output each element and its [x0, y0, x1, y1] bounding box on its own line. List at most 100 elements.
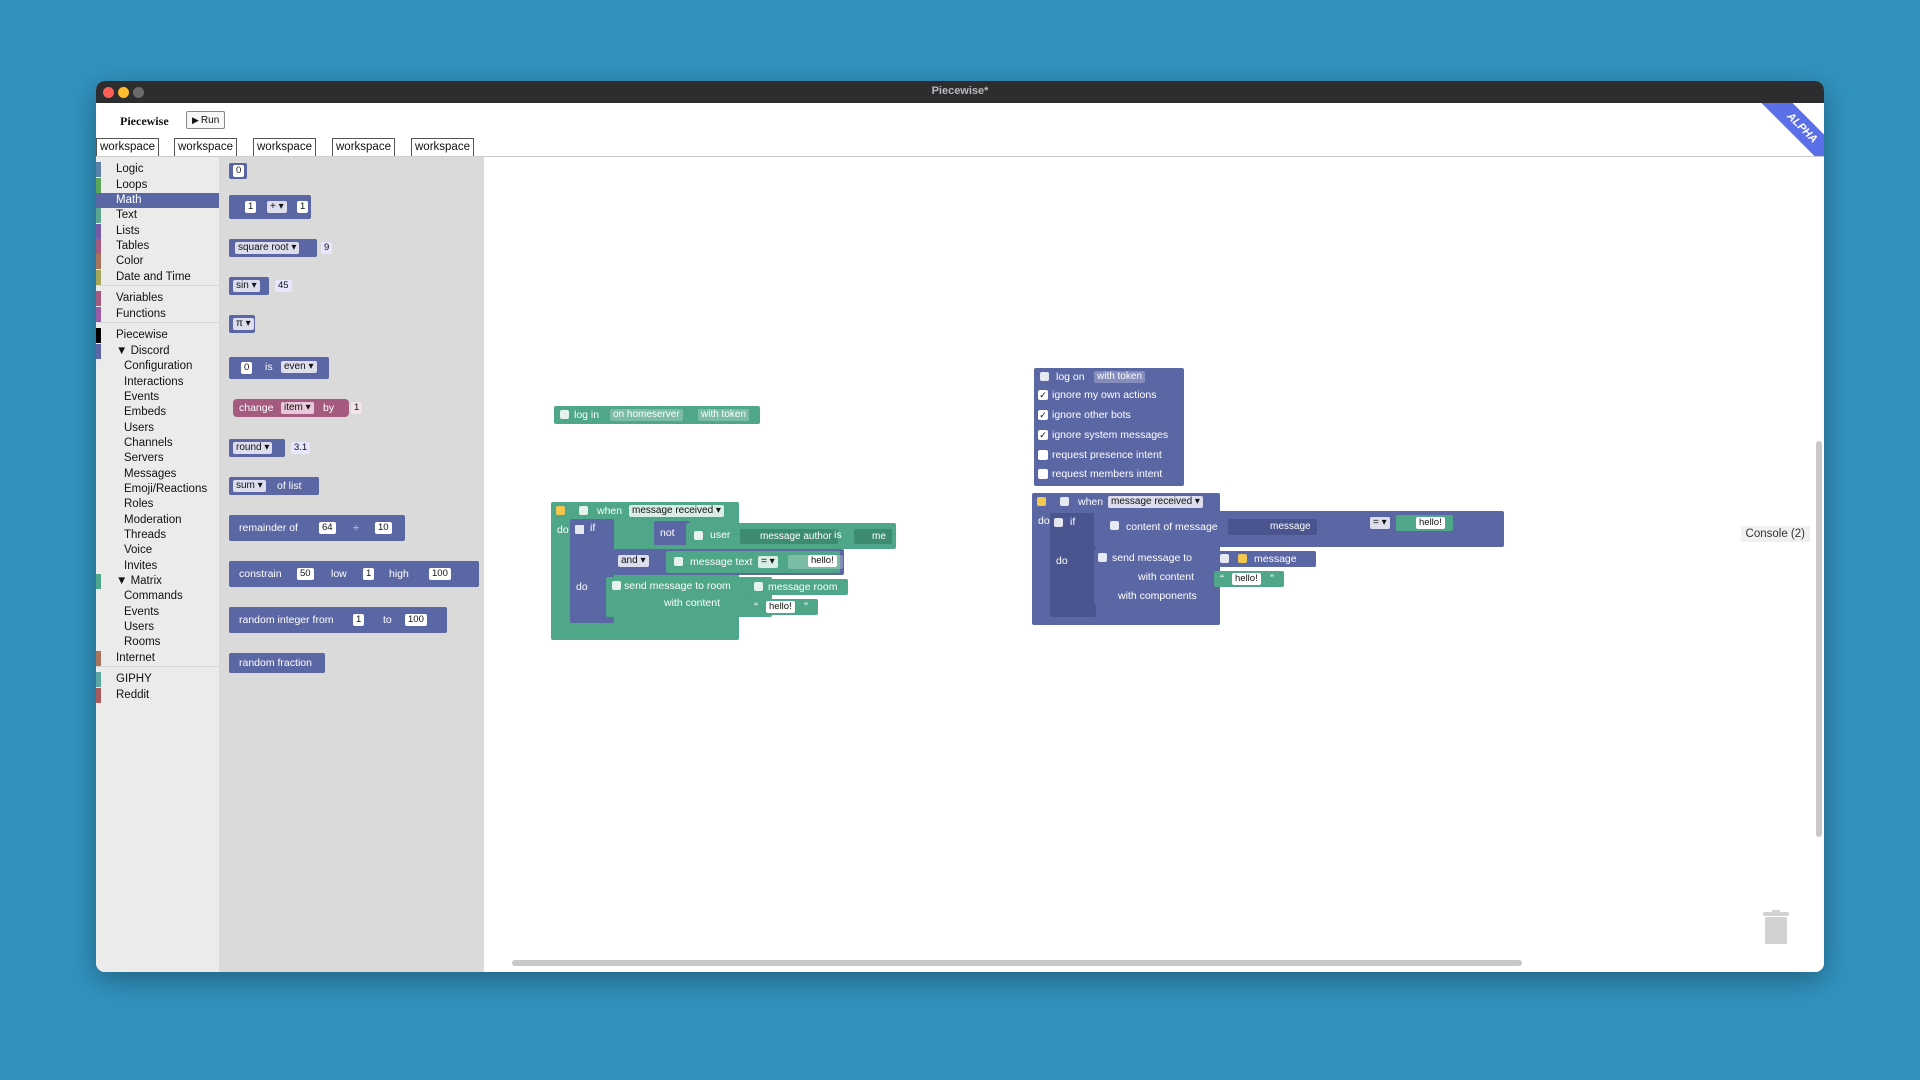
content-text-block[interactable]: “ hello! ”: [748, 599, 818, 615]
discord-logon-block[interactable]: log on with token ✓ ignore my own action…: [1034, 368, 1184, 486]
category-events[interactable]: Events: [96, 390, 219, 405]
category-threads[interactable]: Threads: [96, 528, 219, 543]
single-op-block[interactable]: square root ▾ 9: [229, 239, 333, 257]
category-roles[interactable]: Roles: [96, 497, 219, 512]
matrix-event-dropdown[interactable]: message received ▾: [629, 505, 724, 517]
category-internet[interactable]: Internet: [96, 651, 219, 666]
user-is-block[interactable]: user message author is me: [686, 523, 896, 549]
horizontal-scrollbar[interactable]: [512, 960, 1522, 966]
hello-text-field[interactable]: hello!: [808, 555, 837, 567]
category-configuration[interactable]: Configuration: [96, 359, 219, 374]
category-piecewise[interactable]: Piecewise: [96, 328, 219, 343]
homeserver-input[interactable]: on homeserver: [610, 409, 683, 421]
arith-a-field[interactable]: 1: [245, 201, 257, 213]
arithmetic-block[interactable]: 1 + ▾ 1: [229, 195, 311, 219]
discord-message-target-block[interactable]: message: [1214, 551, 1316, 567]
even-value-field[interactable]: 0: [241, 362, 253, 374]
variable-dropdown[interactable]: item ▾: [281, 402, 314, 414]
run-button[interactable]: ▶Run: [186, 111, 226, 129]
category-emoji-reactions[interactable]: Emoji/Reactions: [96, 482, 219, 497]
category-invites[interactable]: Invites: [96, 559, 219, 574]
change-variable-block[interactable]: change item ▾ by 1: [233, 399, 363, 417]
list-math-block[interactable]: sum ▾ of list: [229, 477, 319, 495]
discord-compare-dropdown[interactable]: = ▾: [1370, 517, 1390, 529]
category-discord[interactable]: ▼ Discord: [96, 344, 219, 359]
discord-token-input[interactable]: with token: [1094, 371, 1146, 383]
tab-workspace-4[interactable]: workspace 4: [332, 138, 395, 170]
sum-dropdown[interactable]: sum ▾: [233, 480, 266, 492]
minimize-window-button[interactable]: [118, 87, 129, 98]
constant-dropdown[interactable]: π ▾: [233, 318, 254, 330]
message-text-compare-block[interactable]: message text = ▾ hello!: [666, 551, 843, 573]
message-room-block[interactable]: message room: [748, 579, 848, 595]
category-color[interactable]: Color: [96, 254, 219, 269]
tab-workspace-3[interactable]: workspace 3: [253, 138, 316, 170]
category-lists[interactable]: Lists: [96, 224, 219, 239]
round-block[interactable]: round ▾ 3.1: [229, 439, 311, 457]
sqrt-dropdown[interactable]: square root ▾: [235, 242, 300, 254]
number-field[interactable]: 0: [233, 165, 245, 177]
category-voice[interactable]: Voice: [96, 543, 219, 558]
workspace-canvas[interactable]: log in on homeserver with token when mes…: [484, 157, 1824, 972]
property-dropdown[interactable]: even ▾: [281, 361, 317, 373]
category-channels[interactable]: Channels: [96, 436, 219, 451]
category-giphy[interactable]: GIPHY: [96, 672, 219, 687]
trig-value-field[interactable]: 45: [275, 280, 292, 292]
tab-workspace-2[interactable]: workspace 2: [174, 138, 237, 170]
token-input[interactable]: with token: [698, 409, 750, 421]
category-matrix[interactable]: ▼ Matrix: [96, 574, 219, 589]
trig-block[interactable]: sin ▾ 45: [229, 277, 292, 295]
category-rooms[interactable]: Rooms: [96, 635, 219, 650]
category-logic[interactable]: Logic: [96, 162, 219, 177]
console-button[interactable]: Console (2): [1740, 526, 1810, 542]
text-block[interactable]: hello!: [788, 555, 843, 569]
random-from-field[interactable]: 1: [353, 614, 365, 626]
number-property-block[interactable]: 0 is even ▾: [229, 357, 329, 379]
category-date-and-time[interactable]: Date and Time: [96, 270, 219, 285]
low-value-field[interactable]: 1: [363, 568, 375, 580]
category-moderation[interactable]: Moderation: [96, 513, 219, 528]
discord-send-block[interactable]: send message to with content with compon…: [1094, 549, 1210, 605]
constant-block[interactable]: π ▾: [229, 315, 255, 333]
me-block[interactable]: me: [854, 529, 892, 544]
high-value-field[interactable]: 100: [429, 568, 451, 580]
discord-hello-field[interactable]: hello!: [1416, 517, 1445, 529]
category-text[interactable]: Text: [96, 208, 219, 223]
category-interactions[interactable]: Interactions: [96, 375, 219, 390]
change-value-field[interactable]: 1: [351, 402, 363, 414]
checkbox-system-messages[interactable]: ✓: [1038, 430, 1048, 440]
category-commands[interactable]: Commands: [96, 589, 219, 604]
matrix-login-block[interactable]: log in on homeserver with token: [554, 406, 760, 424]
discord-if-block[interactable]: if do: [1050, 513, 1096, 617]
category-embeds[interactable]: Embeds: [96, 405, 219, 420]
discord-compare-block[interactable]: content of message message = ▾ hello!: [1094, 511, 1504, 547]
vertical-scrollbar[interactable]: [1816, 441, 1822, 837]
random-fraction-block[interactable]: random fraction: [229, 653, 325, 673]
category-loops[interactable]: Loops: [96, 178, 219, 193]
discord-content-field[interactable]: hello!: [1232, 573, 1261, 585]
category-tables[interactable]: Tables: [96, 239, 219, 254]
arith-op-dropdown[interactable]: + ▾: [267, 201, 287, 213]
trash-can-icon[interactable]: [1762, 910, 1790, 944]
category-users[interactable]: Users: [96, 421, 219, 436]
discord-event-dropdown[interactable]: message received ▾: [1108, 496, 1203, 508]
dividend-field[interactable]: 64: [319, 522, 336, 534]
message-var-block[interactable]: message: [1228, 519, 1317, 535]
tab-workspace-5[interactable]: workspace 5: [411, 138, 474, 170]
send-message-room-block[interactable]: send message to room with content: [606, 577, 772, 617]
sqrt-value-field[interactable]: 9: [321, 242, 333, 254]
constrain-block[interactable]: constrain 50 low 1 high 100: [229, 561, 479, 587]
random-integer-block[interactable]: random integer from 1 to 100: [229, 607, 447, 633]
category-math[interactable]: Math: [96, 193, 219, 208]
divisor-field[interactable]: 10: [375, 522, 392, 534]
message-author-block[interactable]: message author: [740, 529, 838, 544]
remainder-block[interactable]: remainder of 64 ÷ 10: [229, 515, 405, 541]
arith-b-field[interactable]: 1: [297, 201, 309, 213]
category-messages[interactable]: Messages: [96, 467, 219, 482]
category-reddit[interactable]: Reddit: [96, 688, 219, 703]
trig-dropdown[interactable]: sin ▾: [233, 280, 260, 292]
close-window-button[interactable]: [103, 87, 114, 98]
round-dropdown[interactable]: round ▾: [233, 442, 273, 454]
constrain-value-field[interactable]: 50: [297, 568, 314, 580]
category-functions[interactable]: Functions: [96, 307, 219, 322]
